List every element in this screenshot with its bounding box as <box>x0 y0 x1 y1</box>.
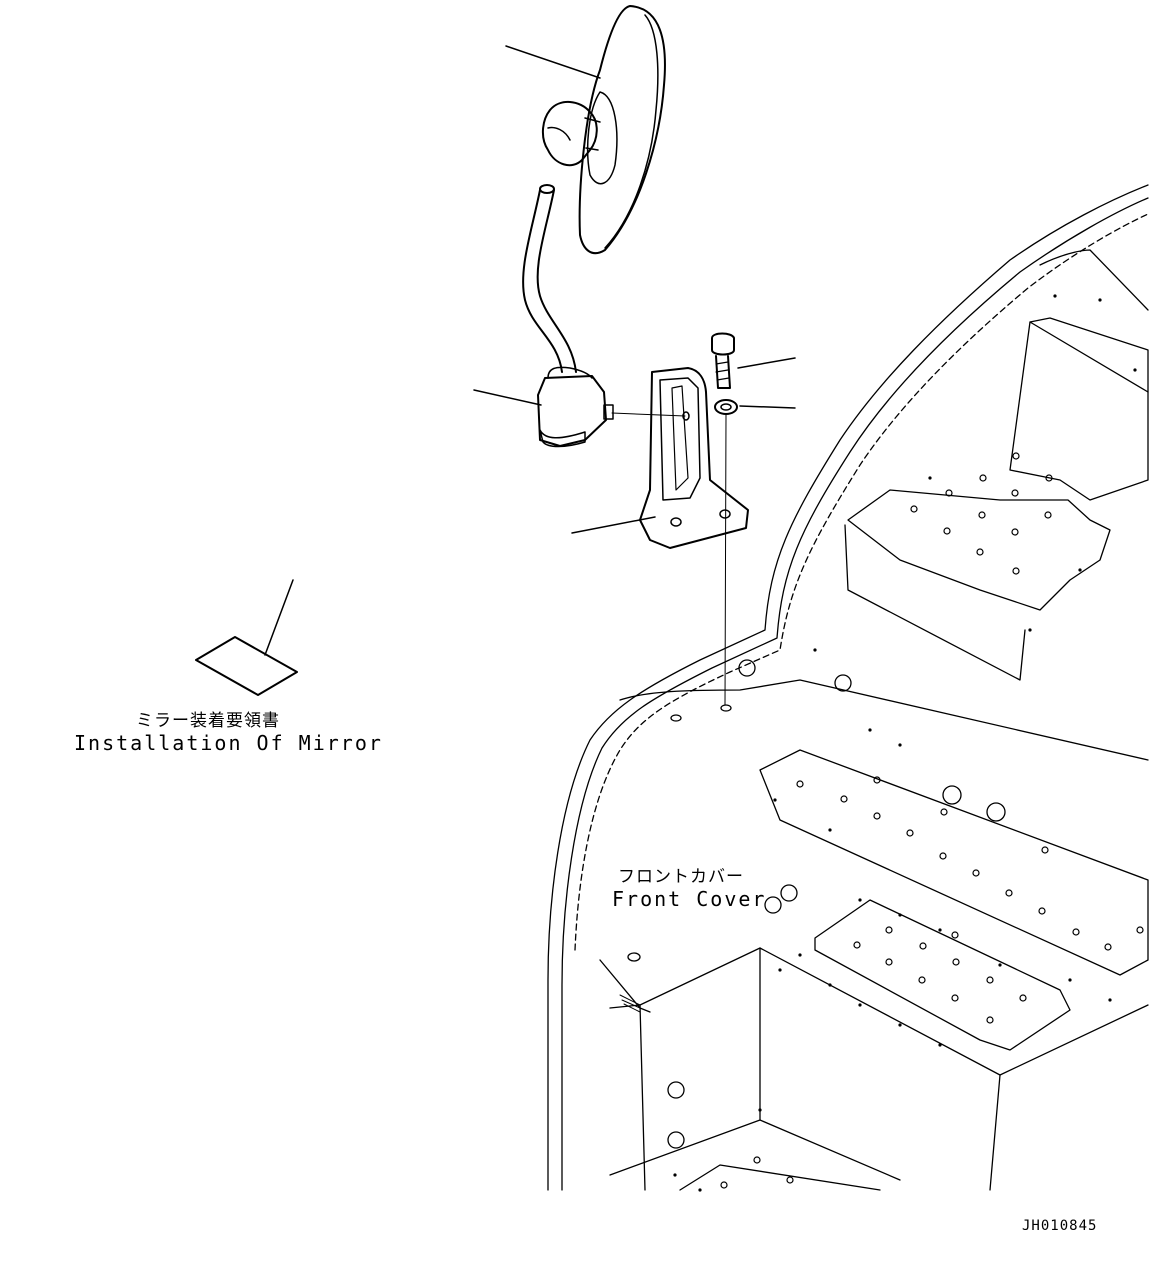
bolt <box>711 332 735 389</box>
bolt-heads <box>667 659 1006 1149</box>
manual-label-jp: ミラー装着要領書 <box>136 711 280 731</box>
mirror-bracket <box>639 367 749 549</box>
manual-sheet-icon <box>195 636 298 696</box>
washer <box>714 399 738 415</box>
drawing-code: JH010845 <box>1022 1218 1098 1234</box>
front-cover-body <box>547 184 1149 1191</box>
front-cover-label-jp: フロントカバー <box>618 867 744 887</box>
front-cover-label-en: Front Cover <box>612 887 767 911</box>
mirror-clamp <box>537 366 614 448</box>
edge-dots <box>673 294 1137 1192</box>
leader-lines <box>264 45 796 656</box>
mirror-head <box>578 5 666 255</box>
assembly-guide-lines <box>611 412 727 706</box>
manual-label-en: Installation Of Mirror <box>74 731 383 755</box>
step-plate-dots <box>720 452 1144 1189</box>
mirror-ball-joint <box>542 101 601 167</box>
mirror-stay-rod <box>522 184 577 373</box>
cover-holes <box>627 704 732 962</box>
